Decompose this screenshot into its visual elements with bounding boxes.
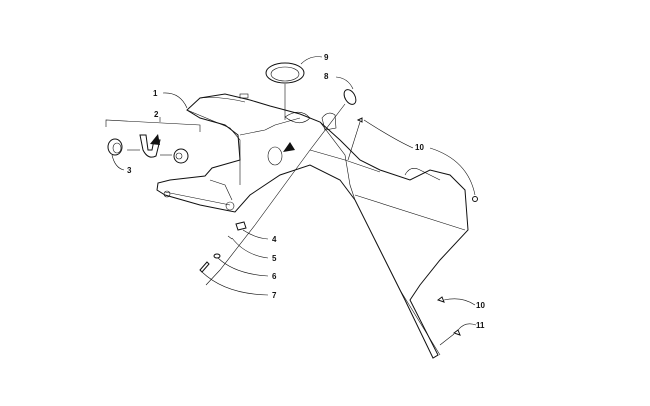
- callout-6: 6: [272, 272, 277, 281]
- part-9-ring: [265, 56, 323, 120]
- arrow-marker-icon: [150, 134, 160, 145]
- callout-7: 7: [272, 291, 277, 300]
- arrow-marker-icon: [283, 142, 295, 152]
- leader-line-1: [162, 92, 188, 109]
- callout-10-upper: 10: [415, 143, 424, 152]
- callout-10-lower: 10: [476, 301, 485, 310]
- callout-4: 4: [272, 235, 277, 244]
- main-body-part: [156, 93, 469, 359]
- part-2-bracket-group: [105, 117, 201, 171]
- callout-9: 9: [324, 53, 329, 62]
- callout-3: 3: [127, 166, 132, 175]
- screw-parts: [347, 117, 478, 346]
- part-8-grommet: [205, 76, 357, 286]
- fastener-stack: [199, 221, 269, 296]
- callout-11: 11: [476, 321, 485, 330]
- callout-8: 8: [324, 72, 329, 81]
- callout-1: 1: [153, 89, 158, 98]
- callout-5: 5: [272, 254, 277, 263]
- callout-2: 2: [154, 110, 159, 119]
